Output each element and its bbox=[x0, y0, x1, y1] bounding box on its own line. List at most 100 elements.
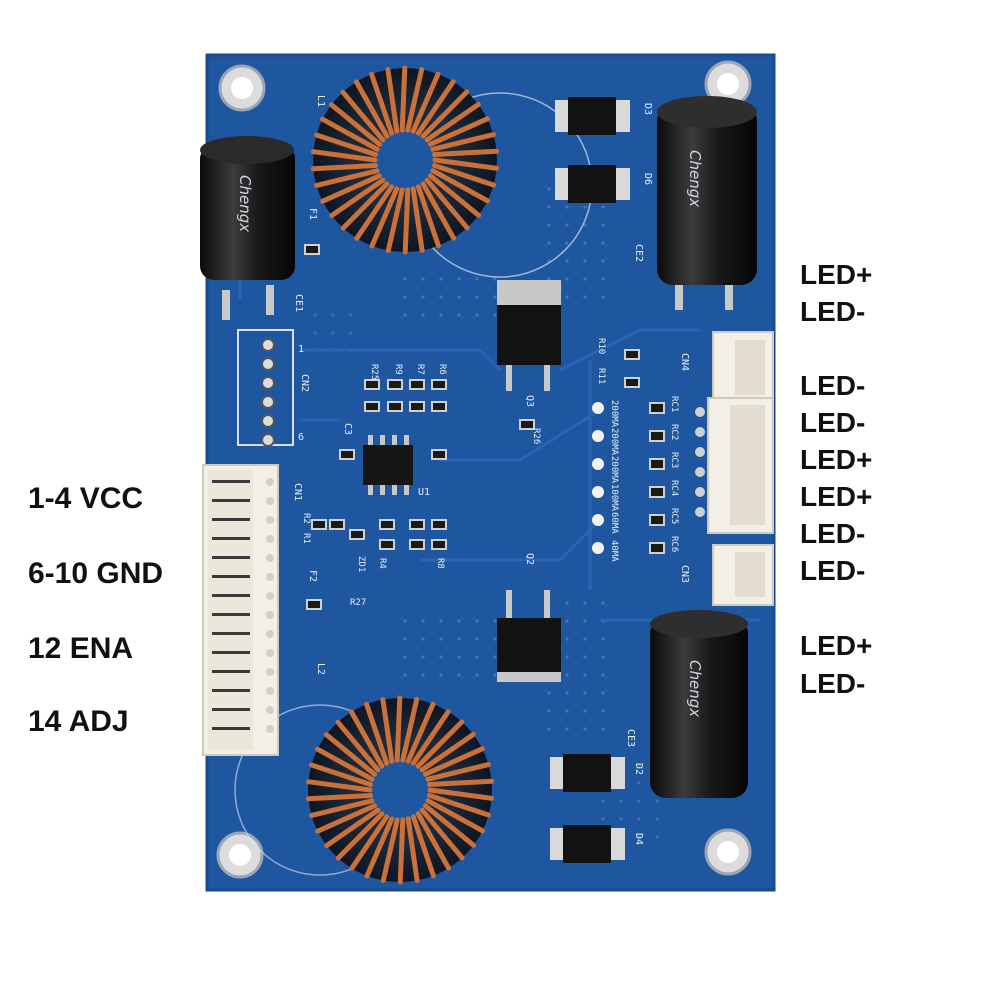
connector-cn3 bbox=[712, 544, 774, 606]
rc-resistor bbox=[649, 430, 665, 442]
connector-cn1 bbox=[202, 464, 279, 756]
connector-cn4 bbox=[712, 331, 774, 403]
cn1-solder bbox=[266, 478, 274, 486]
silk-u1: U1 bbox=[418, 487, 430, 498]
label-ce2-neg: LED- bbox=[800, 296, 866, 327]
cn2-pad bbox=[261, 357, 275, 371]
rc-designator: RC4 bbox=[669, 480, 679, 496]
cn5-solder bbox=[695, 507, 705, 517]
silk-c3: C3 bbox=[342, 423, 353, 435]
smd-resistor bbox=[364, 401, 380, 412]
silk-d2: D2 bbox=[633, 763, 644, 775]
label-cn5-2: LED- bbox=[800, 407, 866, 438]
connector-cn2 bbox=[237, 329, 294, 447]
silk-ce3: CE3 bbox=[625, 729, 636, 747]
rc-resistor bbox=[649, 402, 665, 414]
smd-resistor bbox=[379, 519, 395, 530]
cn1-solder bbox=[266, 497, 274, 505]
inductor-l2 bbox=[234, 695, 495, 885]
rc-pad bbox=[592, 402, 604, 414]
rc-designator: RC3 bbox=[669, 452, 679, 468]
svg-text:Chengx: Chengx bbox=[686, 660, 704, 717]
cn1-solder bbox=[266, 535, 274, 543]
label-ce3-pos: LED+ bbox=[800, 630, 873, 661]
label-cn5-6: LED- bbox=[800, 555, 866, 586]
current-indicator-pads bbox=[592, 402, 665, 554]
rc-current-label: 40MA bbox=[609, 540, 619, 562]
cn1-solder bbox=[266, 668, 274, 676]
capacitor-ce1: Chengx bbox=[200, 136, 295, 320]
silk-r27: R27 bbox=[350, 598, 366, 608]
label-cn5-5: LED- bbox=[800, 518, 866, 549]
cn2-pad bbox=[261, 376, 275, 390]
label-cn5-4: LED+ bbox=[800, 481, 873, 512]
cn5-solder bbox=[695, 487, 705, 497]
rc-designator: RC5 bbox=[669, 508, 679, 524]
smd-resistor bbox=[624, 349, 640, 360]
smd-resistor bbox=[431, 401, 447, 412]
cn1-pin bbox=[212, 556, 250, 559]
label-cn5-1: LED- bbox=[800, 370, 866, 401]
cn2-pad bbox=[261, 433, 275, 447]
silk-r8: R8 bbox=[435, 558, 445, 569]
mounting-hole bbox=[218, 64, 266, 112]
silk-cn1: CN1 bbox=[292, 483, 303, 501]
silk-cn4: CN4 bbox=[679, 353, 690, 371]
diode-d3 bbox=[555, 97, 630, 135]
cn5-solder bbox=[695, 407, 705, 417]
silk-d6: D6 bbox=[642, 173, 653, 185]
cn1-pin bbox=[212, 727, 250, 730]
label-adj: 14 ADJ bbox=[28, 705, 129, 738]
silk-r10: R10 bbox=[596, 338, 606, 354]
smd-resistor bbox=[306, 599, 322, 610]
cn5-solder bbox=[695, 447, 705, 457]
rc-resistor bbox=[649, 458, 665, 470]
silk-cn2: CN2 bbox=[299, 374, 310, 392]
smd-resistor bbox=[387, 379, 403, 390]
silk-r26: R26 bbox=[531, 428, 541, 444]
smd-resistor bbox=[431, 449, 447, 460]
label-ce3-neg: LED- bbox=[800, 668, 866, 699]
rc-current-label: 100MA bbox=[609, 484, 619, 512]
smd-resistor bbox=[431, 539, 447, 550]
cn1-solder bbox=[266, 611, 274, 619]
mosfet-q2 bbox=[497, 590, 561, 682]
svg-text:Chengx: Chengx bbox=[236, 175, 254, 232]
cn1-pin bbox=[212, 518, 250, 521]
mounting-hole bbox=[704, 828, 752, 876]
label-ena: 12 ENA bbox=[28, 632, 134, 665]
smd-resistor bbox=[624, 377, 640, 388]
cn1-solder bbox=[266, 554, 274, 562]
smd-resistor bbox=[329, 519, 345, 530]
cn1-pin bbox=[212, 575, 250, 578]
smd-resistor bbox=[349, 529, 365, 540]
cn1-pin bbox=[212, 499, 250, 502]
mounting-hole bbox=[216, 831, 264, 879]
cn1-solder bbox=[266, 592, 274, 600]
cn5-solder bbox=[695, 427, 705, 437]
silk-ce2: CE2 bbox=[633, 244, 644, 262]
diode-d2 bbox=[550, 754, 625, 792]
smd-resistor bbox=[409, 519, 425, 530]
silk-r9: R9 bbox=[393, 364, 403, 375]
cn1-pin bbox=[212, 632, 250, 635]
svg-text:Chengx: Chengx bbox=[686, 150, 704, 207]
connector-cn5 bbox=[695, 397, 774, 534]
rc-pad bbox=[592, 514, 604, 526]
ic-u1 bbox=[363, 435, 413, 495]
rc-current-label: 60MA bbox=[609, 512, 619, 534]
silk-q3: Q3 bbox=[524, 395, 535, 407]
cn2-pad bbox=[261, 414, 275, 428]
smd-resistor bbox=[409, 379, 425, 390]
cn1-solder bbox=[266, 706, 274, 714]
silk-r2: R2 bbox=[301, 513, 311, 524]
rc-resistor bbox=[649, 486, 665, 498]
cn1-solder bbox=[266, 725, 274, 733]
label-cn5-3: LED+ bbox=[800, 444, 873, 475]
rc-current-label: 200MA bbox=[609, 400, 619, 428]
cn1-solder bbox=[266, 687, 274, 695]
label-ce2-pos: LED+ bbox=[800, 259, 873, 290]
cn1-pin bbox=[212, 480, 250, 483]
smd-resistor bbox=[409, 401, 425, 412]
